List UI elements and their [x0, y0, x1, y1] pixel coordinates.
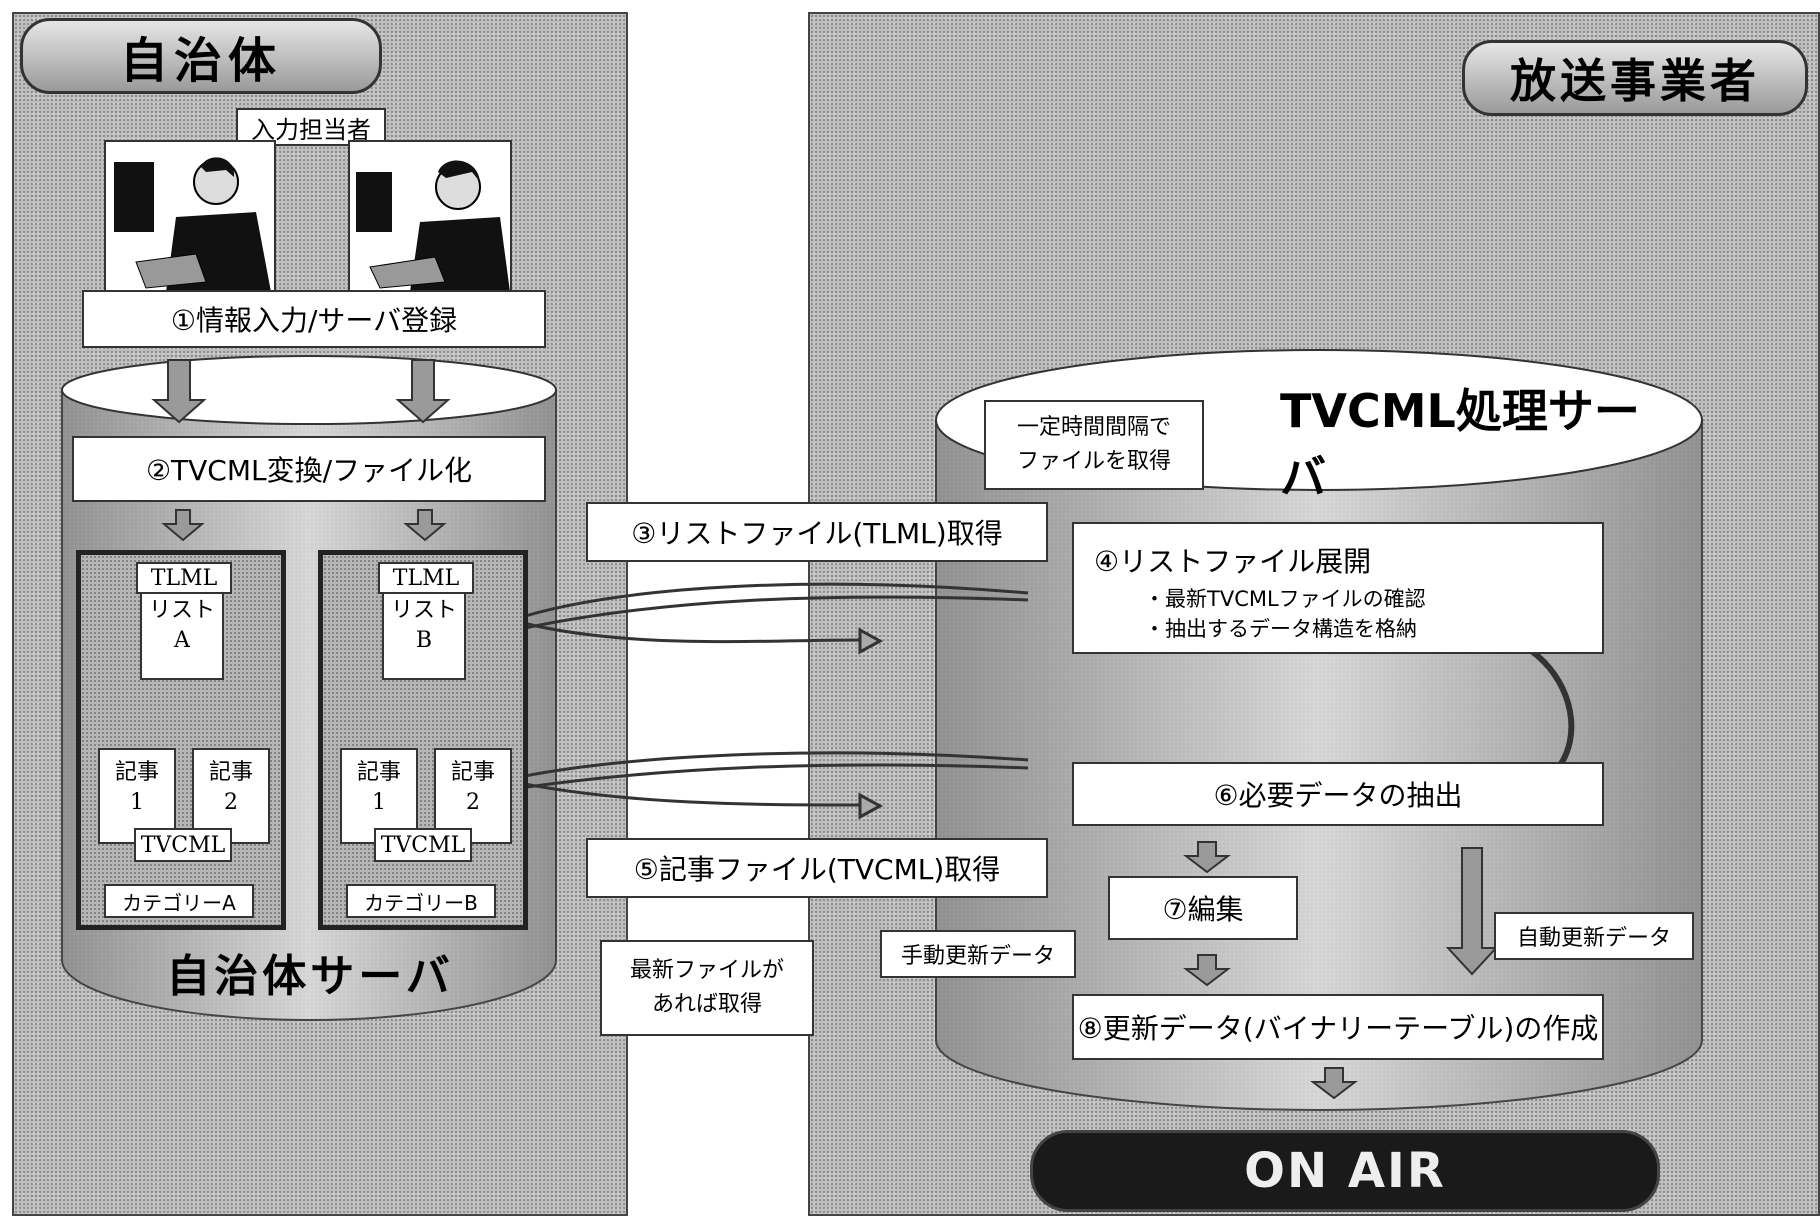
- municipality-header-text: 自治体: [119, 33, 282, 89]
- step3-box: ③リストファイル(TLML)取得: [586, 502, 1048, 562]
- manual-update-label: 手動更新データ: [880, 930, 1076, 978]
- tlml-b-tag: TLML: [378, 562, 474, 594]
- tvcml-server-title: TVCML処理サーバ: [1280, 384, 1640, 504]
- manual-update-text: 手動更新データ: [900, 944, 1055, 969]
- step5-text: ⑤記事ファイル(TVCML)取得: [633, 853, 1001, 886]
- tvcml-a-text: TVCML: [140, 832, 226, 858]
- step6-box: ⑥必要データの抽出: [1072, 762, 1604, 826]
- tlml-a-tag: TLML: [136, 562, 232, 594]
- on-air-text: ON AIR: [1244, 1143, 1446, 1199]
- category-b-caption: カテゴリーB: [346, 884, 496, 918]
- step4-item-2: ・抽出するデータ構造を格納: [1144, 617, 1417, 641]
- auto-update-label: 自動更新データ: [1494, 912, 1694, 960]
- down-arrows-left: [151, 359, 451, 542]
- step1-box: ①情報入力/サーバ登録: [82, 290, 546, 348]
- tvcml-a-tag: TVCML: [134, 828, 232, 862]
- step7-text: ⑦編集: [1162, 893, 1244, 926]
- tvcml-b-tag: TVCML: [374, 828, 472, 862]
- operator-illustration-1: [104, 140, 276, 294]
- step8-text: ⑧更新データ(バイナリーテーブル)の作成: [1077, 1012, 1599, 1045]
- list-a-doc: リスト A: [140, 578, 224, 680]
- broadcaster-header-text: 放送事業者: [1510, 54, 1760, 108]
- step2-box: ②TVCML変換/ファイル化: [72, 436, 546, 502]
- latest-bubble: 最新ファイルが あれば取得: [600, 940, 814, 1036]
- article-a1-no: 1: [130, 790, 144, 815]
- operator-illustration-2: [348, 140, 512, 294]
- latest-bubble-line1: 最新ファイルが: [629, 958, 784, 983]
- article-a1-label: 記事: [114, 760, 159, 785]
- municipality-header: 自治体: [20, 18, 382, 94]
- municipal-server-label: 自治体サーバ: [166, 951, 454, 1002]
- list-a-id: A: [174, 628, 190, 653]
- tlml-a-text: TLML: [150, 565, 218, 591]
- article-b2-doc: 記事 2: [434, 748, 512, 844]
- step4-item-1: ・最新TVCMLファイルの確認: [1144, 587, 1426, 611]
- step8-box: ⑧更新データ(バイナリーテーブル)の作成: [1072, 994, 1604, 1060]
- list-b-id: B: [415, 628, 433, 653]
- step6-text: ⑥必要データの抽出: [1213, 779, 1463, 812]
- category-b-frame: [318, 550, 528, 930]
- step3-text: ③リストファイル(TLML)取得: [631, 517, 1003, 550]
- interval-bubble-line2: ファイルを取得: [1016, 449, 1171, 474]
- category-a-frame: [76, 550, 286, 930]
- article-a2-no: 2: [224, 790, 238, 815]
- step2-text: ②TVCML変換/ファイル化: [145, 454, 473, 487]
- article-a2-label: 記事: [208, 760, 253, 785]
- list-b-label: リスト: [390, 598, 457, 623]
- list-a-label: リスト: [148, 598, 215, 623]
- article-b2-no: 2: [466, 790, 480, 815]
- category-a-caption: カテゴリーA: [104, 884, 254, 918]
- category-b-caption-text: カテゴリーB: [364, 890, 478, 915]
- auto-update-text: 自動更新データ: [1516, 926, 1671, 951]
- step4-box: ④リストファイル展開 ・最新TVCMLファイルの確認 ・抽出するデータ構造を格納: [1072, 522, 1604, 654]
- broadcaster-header: 放送事業者: [1462, 40, 1808, 116]
- list-b-doc: リスト B: [382, 578, 466, 680]
- interval-bubble-line1: 一定時間間隔で: [1016, 415, 1171, 440]
- step7-box: ⑦編集: [1108, 876, 1298, 940]
- article-b1-label: 記事: [356, 760, 401, 785]
- step4-title: ④リストファイル展開: [1094, 545, 1372, 578]
- tvcml-b-text: TVCML: [380, 832, 466, 858]
- down-arrows-right: [1183, 841, 1499, 1100]
- step1-text: ①情報入力/サーバ登録: [170, 304, 458, 337]
- latest-bubble-line2: あれば取得: [651, 992, 762, 1017]
- article-b2-label: 記事: [450, 760, 495, 785]
- category-a-caption-text: カテゴリーA: [122, 890, 236, 915]
- article-b1-no: 1: [372, 790, 386, 815]
- interval-bubble: 一定時間間隔で ファイルを取得: [984, 400, 1204, 490]
- operator-label-text: 入力担当者: [251, 115, 371, 144]
- step5-box: ⑤記事ファイル(TVCML)取得: [586, 838, 1048, 898]
- on-air-banner: ON AIR: [1030, 1130, 1660, 1212]
- operator-label: 入力担当者: [236, 108, 386, 146]
- tlml-b-text: TLML: [392, 565, 460, 591]
